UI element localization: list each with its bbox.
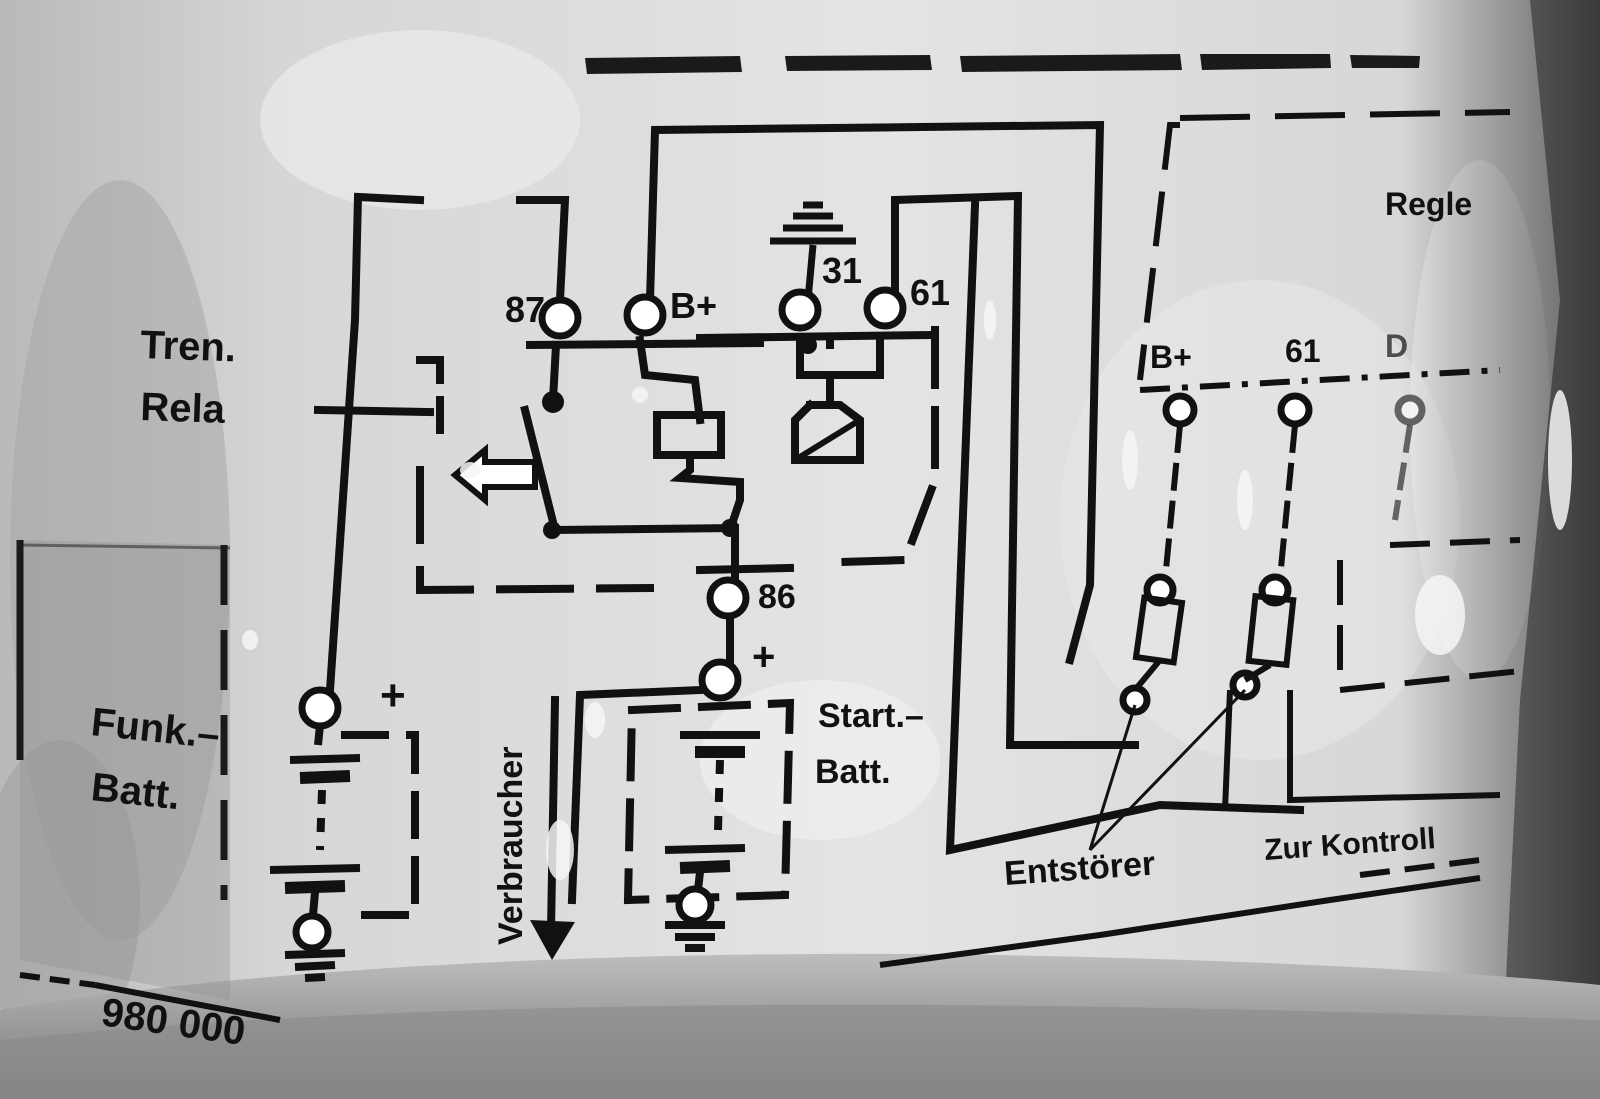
funk-battery-symbol [269, 724, 361, 982]
terminal-86-icon [706, 576, 750, 620]
entstoerer-leaders [1088, 688, 1247, 852]
start-batt-label-line2: Batt. [815, 753, 891, 791]
regulator-label: Regle [1385, 186, 1472, 222]
terminal-87-label: 87 [505, 289, 545, 330]
terminal-87-icon [538, 296, 582, 340]
regulator-61-label: 61 [1285, 333, 1321, 369]
bottom-frame [19, 857, 1481, 1023]
regulator-d-label: D [1385, 328, 1408, 364]
terminal-86-label: 86 [758, 578, 796, 616]
left-panel-frame [16, 540, 231, 900]
start-batt-label-line1: Start.– [818, 697, 924, 735]
terminal-funkbatt-ground-icon [292, 912, 332, 952]
terminal-31-label: 31 [822, 250, 862, 291]
paper-wear [242, 300, 1572, 880]
terminal-funkbatt-plus-icon [298, 686, 342, 730]
funk-batt-plus-label: + [380, 671, 406, 720]
regulator-bplus-label: B+ [1150, 339, 1192, 375]
terminal-31-icon [778, 288, 822, 332]
consumer-arrow-icon [530, 920, 575, 960]
funk-batt-label-line2: Batt. [89, 765, 182, 818]
terminal-61-icon [863, 286, 907, 330]
start-batt-plus-label: + [752, 635, 775, 679]
relay-label-line1: Tren. [140, 323, 237, 370]
junction-dots [542, 336, 817, 539]
terminal-startbatt-ground-icon [675, 885, 715, 925]
relay-wiring [313, 120, 1305, 935]
terminal-bplus-label: B+ [670, 285, 717, 326]
terminal-61-label: 61 [910, 272, 950, 313]
consumer-label: Verbraucher [492, 747, 530, 945]
relay-label-line2: Rela [140, 385, 227, 432]
header-banner [585, 54, 1420, 74]
relay-switch-arrow [450, 443, 538, 507]
start-battery-symbol [664, 731, 760, 952]
terminal-bplus-icon [623, 293, 667, 337]
regulator-wiring [1132, 109, 1531, 811]
terminal-startbatt-plus-icon [698, 658, 742, 702]
